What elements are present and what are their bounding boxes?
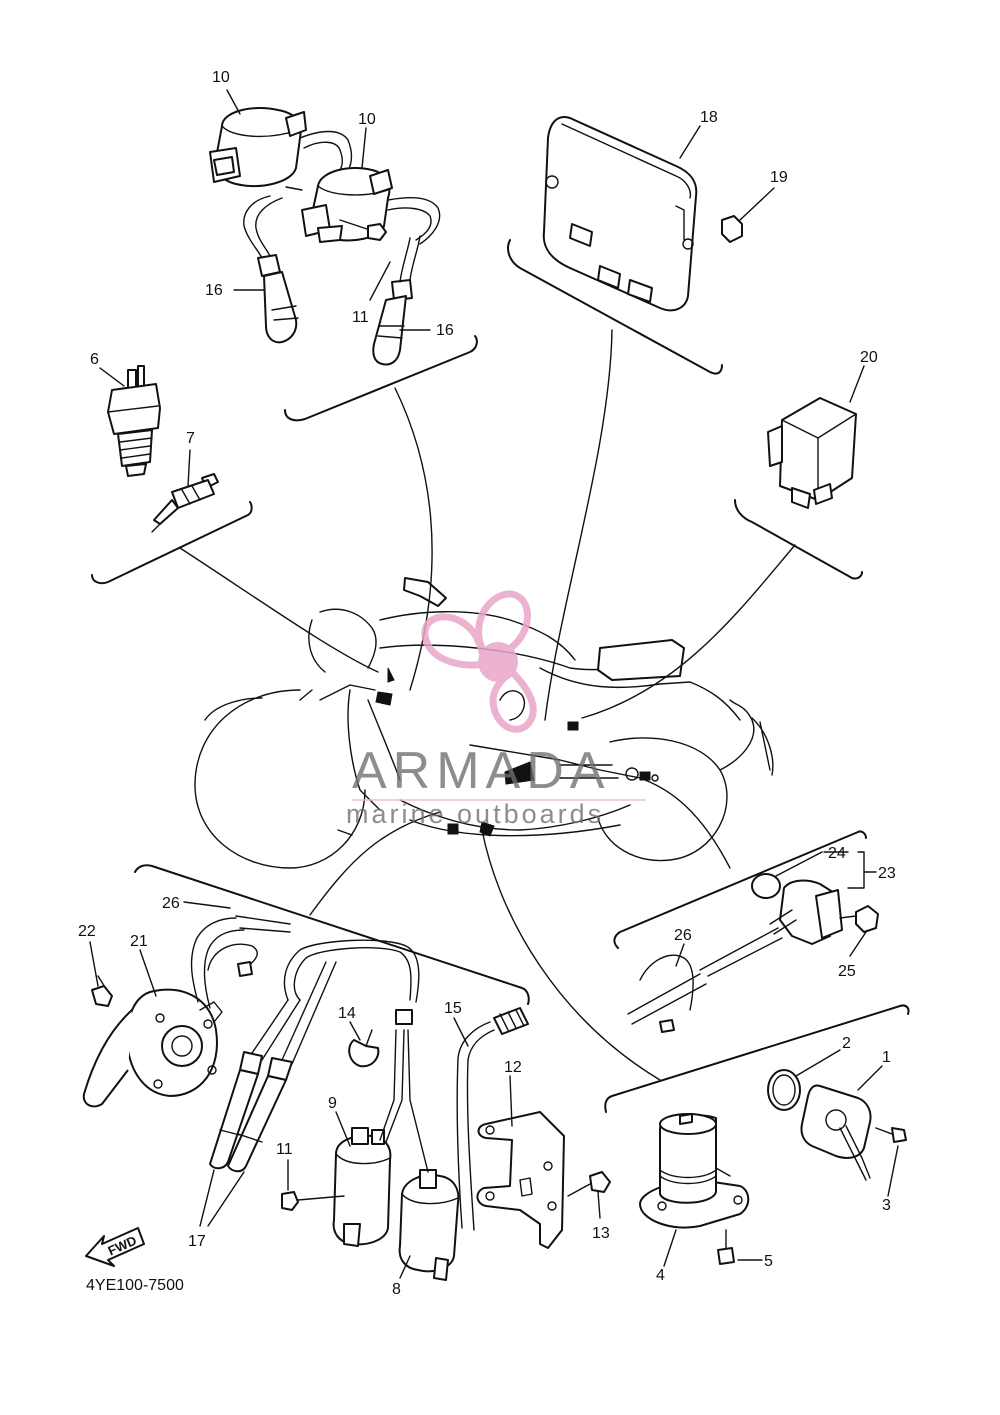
callout-20: 20: [860, 349, 878, 366]
watermark-brand: ARMADA: [352, 742, 610, 800]
callout-16: 16: [436, 322, 454, 339]
callout-14: 14: [338, 1005, 356, 1022]
callout-15: 15: [444, 1000, 462, 1017]
horn: [82, 915, 291, 1108]
o-ring: [767, 1069, 801, 1111]
coil-bracket: [476, 1111, 565, 1249]
relay-unit: [767, 397, 857, 509]
callout-25: 25: [838, 963, 856, 980]
cdi-unit: [542, 116, 743, 312]
bracket-bolt: [567, 1171, 611, 1197]
callout-23: 23: [878, 865, 896, 882]
callout-12: 12: [504, 1059, 522, 1076]
thermo-switch: [107, 365, 161, 477]
callout-9: 9: [328, 1095, 337, 1112]
spark-plug-cap-left: [257, 254, 299, 344]
callout-22: 22: [78, 923, 96, 940]
callout-3: 3: [882, 1197, 891, 1214]
callout-11: 11: [352, 309, 369, 326]
propeller-logo-icon: [421, 590, 537, 733]
callout-11: 11: [276, 1141, 293, 1158]
neutral-switch: [800, 1084, 907, 1181]
callout-8: 8: [392, 1281, 401, 1298]
callout-19: 19: [770, 169, 788, 186]
callout-21: 21: [130, 933, 148, 950]
leader-lines: [89, 89, 899, 1279]
callout-6: 6: [90, 351, 99, 368]
speed-sensor: [627, 873, 879, 1033]
diagram-code: 4YE100-7500: [86, 1277, 184, 1294]
starter-relay: [639, 1113, 750, 1265]
wire-lead: [456, 1007, 529, 1231]
callout-26: 26: [674, 927, 692, 944]
ignition-coil-front: [398, 1029, 460, 1281]
coil-bolt-lower: [281, 1191, 345, 1211]
watermark-tagline: marine outboards: [346, 799, 604, 829]
callout-labels: 10 10 16 11 16 18 19 20 6 7 26 22 21 14 …: [78, 69, 896, 1298]
ignition-coil-upper: [209, 106, 353, 259]
callout-10: 10: [212, 69, 230, 86]
temperature-sensor: [151, 473, 219, 533]
ignition-coil-lower: [301, 166, 441, 245]
callout-1: 1: [882, 1049, 891, 1066]
callout-26: 26: [162, 895, 180, 912]
ignition-coil-rear: [332, 1029, 405, 1247]
callout-5: 5: [764, 1253, 773, 1270]
callout-13: 13: [592, 1225, 610, 1242]
coil-bolt: [339, 219, 387, 241]
spark-plug-cap-right: [372, 235, 421, 366]
callout-2: 2: [842, 1035, 851, 1052]
assembly-brackets: [91, 239, 910, 1113]
callout-7: 7: [186, 430, 195, 447]
callout-4: 4: [656, 1267, 665, 1284]
callout-10: 10: [358, 111, 376, 128]
spark-plug-leads: [209, 939, 420, 1173]
callout-24: 24: [828, 845, 846, 862]
motorcycle-outline: [194, 577, 774, 869]
callout-17: 17: [188, 1233, 206, 1250]
callout-18: 18: [700, 109, 718, 126]
fwd-arrow-icon: FWD: [85, 1227, 145, 1267]
armada-watermark: ARMADA marine outboards: [346, 590, 646, 829]
callout-16: 16: [205, 282, 223, 299]
clamp: [348, 1029, 380, 1068]
